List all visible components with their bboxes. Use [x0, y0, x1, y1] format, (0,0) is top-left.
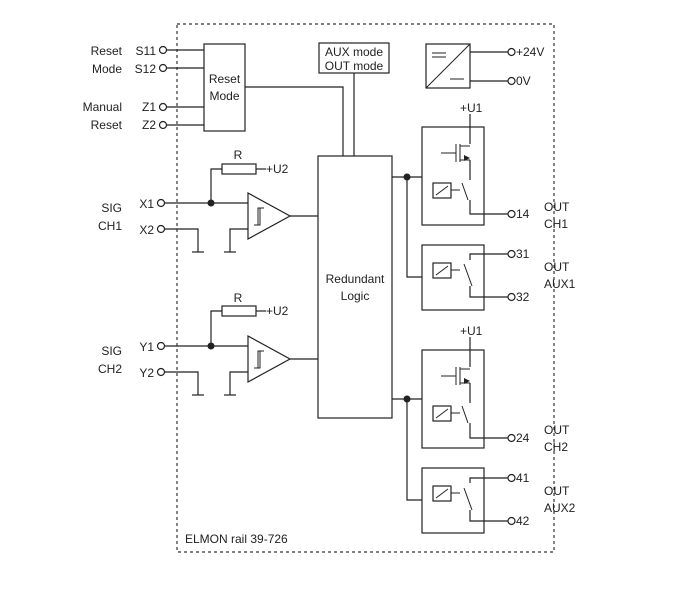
sig-ch2-label-2: CH2	[98, 362, 122, 376]
terminal-y2	[156, 367, 166, 377]
sig-ch1-label-1: SIG	[101, 201, 122, 215]
terminal-41	[507, 473, 516, 483]
terminal-41-label: 41	[516, 471, 530, 485]
comparator-ch1	[247, 191, 292, 241]
terminal-42-label: 42	[516, 514, 530, 528]
out-ch2-label-1: OUT	[544, 423, 570, 437]
out-aux1-block	[421, 244, 485, 311]
reset-mode-label-2: Mode	[92, 62, 122, 76]
reset-mode-label-1: Reset	[91, 44, 123, 58]
terminal-z1	[158, 102, 168, 112]
out-mode-label: OUT mode	[325, 59, 384, 73]
terminal-y1	[156, 341, 166, 351]
sig-ch1-input: SIG CH1 X1 X2 R +U2	[98, 148, 318, 253]
terminal-31-label: 31	[516, 247, 530, 261]
terminal-x2-label: X2	[139, 223, 154, 237]
manual-reset-label-1: Manual	[83, 100, 122, 114]
terminal-31	[507, 249, 516, 259]
reset-block-line-2: Mode	[209, 89, 239, 103]
terminal-14-label: 14	[516, 207, 530, 221]
reset-inputs: Reset Mode S11 S12 Manual Reset Z1 Z2 Re…	[83, 43, 344, 156]
zero-v-label: 0V	[516, 74, 531, 88]
out-aux2-label-2: AUX2	[544, 501, 576, 515]
terminal-14	[507, 209, 516, 219]
transistor-arrow	[464, 155, 470, 161]
terminal-32-label: 32	[516, 290, 530, 304]
out-aux2-label-1: OUT	[544, 484, 570, 498]
terminal-y1-label: Y1	[139, 340, 154, 354]
terminal-0v	[507, 76, 516, 86]
outputs-group-1: +U1 14 OUT CH1 31 32 OUT AUX1	[392, 101, 576, 311]
plus-24v-label: +24V	[516, 45, 544, 59]
terminal-32	[507, 292, 516, 302]
aux-out-mode-block	[318, 42, 390, 74]
out-ch2-label-2: CH2	[544, 440, 568, 454]
redundant-logic-block	[317, 155, 393, 419]
terminal-y2-label: Y2	[139, 366, 154, 380]
power-supply: +24V 0V	[425, 43, 544, 89]
supply-u1-ch2-label: +U1	[460, 324, 483, 338]
transistor-arrow-2	[464, 378, 470, 384]
aux-mode-label: AUX mode	[325, 45, 383, 59]
terminal-42	[507, 516, 516, 526]
out-ch1-label-2: CH1	[544, 217, 568, 231]
supply-u2-ch2-label: +U2	[266, 304, 289, 318]
terminal-z1-label: Z1	[142, 100, 156, 114]
terminal-s11-label: S11	[136, 44, 157, 58]
sig-ch2-input: SIG CH2 Y1 Y2 R +U2	[98, 291, 318, 396]
terminal-x1-label: X1	[139, 197, 154, 211]
out-ch1-block	[421, 126, 485, 226]
supply-u1-ch1-label: +U1	[460, 101, 483, 115]
resistor-ch2	[221, 305, 257, 317]
out-aux2-block	[421, 467, 485, 534]
logic-line-2: Logic	[341, 289, 370, 303]
resistor-ch1-label: R	[234, 148, 243, 162]
logic-line-1: Redundant	[326, 272, 385, 286]
manual-reset-label-2: Reset	[91, 118, 123, 132]
supply-u2-ch1-label: +U2	[266, 162, 289, 176]
resistor-ch1	[221, 163, 257, 175]
terminal-s12	[158, 63, 168, 73]
terminal-24	[507, 433, 516, 443]
reset-block-line-1: Reset	[209, 72, 241, 86]
device-outline	[176, 23, 555, 553]
out-ch1-label-1: OUT	[544, 200, 570, 214]
aux-out-mode: AUX mode OUT mode	[318, 42, 390, 156]
device-label: ELMON rail 39-726	[185, 532, 288, 546]
terminal-x2	[156, 224, 166, 234]
out-aux1-label-1: OUT	[544, 260, 570, 274]
terminal-z2	[158, 120, 168, 130]
terminal-24-label: 24	[516, 431, 530, 445]
resistor-ch2-label: R	[234, 291, 243, 305]
comparator-ch2	[247, 334, 292, 384]
sig-ch1-label-2: CH1	[98, 219, 122, 233]
terminal-s12-label: S12	[135, 62, 157, 76]
terminal-s11	[158, 45, 168, 55]
terminal-z2-label: Z2	[142, 118, 156, 132]
out-aux1-label-2: AUX1	[544, 277, 576, 291]
out-ch2-block	[421, 349, 485, 449]
sig-ch2-label-1: SIG	[101, 344, 122, 358]
terminal-plus-24v	[507, 47, 516, 57]
outputs-group-2: +U1 24 OUT CH2 41 42 OUT AUX2	[392, 324, 576, 534]
terminal-x1	[156, 198, 166, 208]
reset-mode-block	[203, 43, 246, 132]
